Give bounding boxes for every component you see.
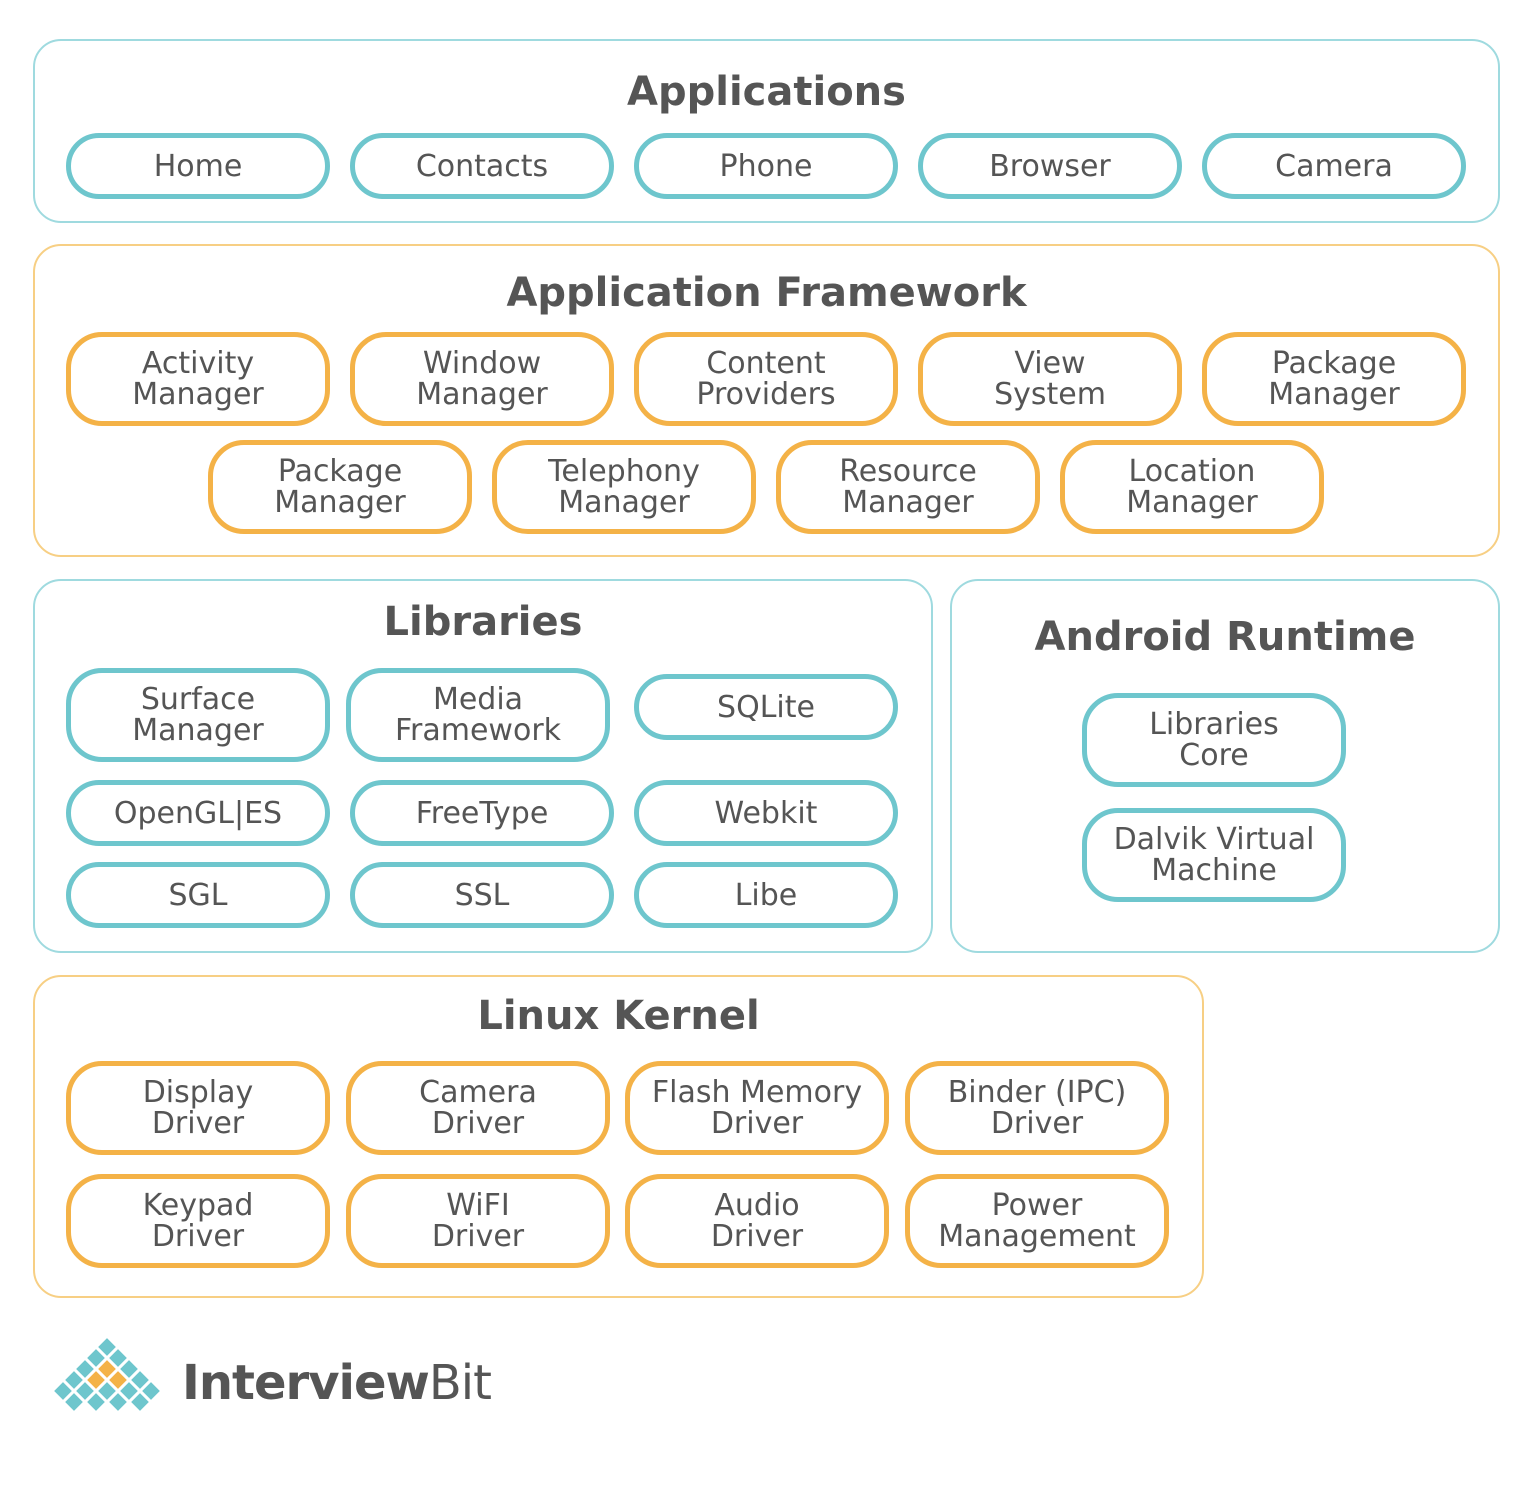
pill-line: Manager [842,485,974,520]
pill-line: SQLite [717,689,815,725]
pill-line: Driver [151,1219,245,1254]
app-camera: Camera [1202,133,1466,199]
framework-title: Application Framework [506,270,1027,316]
pill-line: Manager [1268,377,1400,412]
pill-line: Manager [416,377,548,412]
app-browser: Browser [918,133,1182,199]
app-contacts: Contacts [350,133,614,199]
pill-line: Driver [990,1106,1084,1141]
pill-line: SGL [168,877,228,913]
runtime-title: Android Runtime [1034,614,1416,660]
pill-line: Power [991,1188,1083,1223]
pill-line: Driver [151,1106,245,1141]
pill-line: Keypad [142,1188,254,1223]
pill-line: SSL [454,877,510,913]
pill-line: Driver [431,1106,525,1141]
pill-line: Manager [132,377,264,412]
pill-line: Content [706,346,826,381]
lib-ssl: SSL [350,862,614,928]
pill-line: Providers [696,377,836,412]
pill-line: OpenGL|ES [113,795,283,831]
pill-line: Framework [394,713,562,748]
pill-line: Home [153,148,243,184]
lib-webkit: Webkit [634,780,898,846]
pill-line: View [1014,346,1086,381]
app-home: Home [66,133,330,199]
libraries-title: Libraries [383,599,583,645]
pill-line: Camera [1275,148,1393,184]
pill-line: Dalvik Virtual [1113,822,1315,857]
logo-name-regular: Bit [428,1355,492,1411]
pill-line: Activity [141,346,255,381]
lib-libe: Libe [634,862,898,928]
applications-title: Applications [627,69,906,115]
pill-line: System [994,377,1106,412]
lib-opengl-es: OpenGL|ES [66,780,330,846]
app-phone: Phone [634,133,898,199]
kernel-binder-ipc-driver: Binder (IPC)Driver [905,1061,1169,1155]
pill-line: Binder (IPC) [947,1075,1127,1110]
pill-line: Machine [1151,853,1277,888]
pill-line: Surface [140,682,256,717]
pill-line: Libe [734,877,798,913]
pill-line: Display [142,1075,254,1110]
pill-line: Media [432,682,524,717]
pill-line: Driver [431,1219,525,1254]
pill-line: Window [422,346,542,381]
pill-line: Libraries [1149,707,1279,742]
pill-line: WiFI [446,1188,510,1223]
logo-wordmark: InterviewBit [182,1355,492,1411]
pill-line: Phone [719,148,813,184]
pill-line: Manager [558,485,690,520]
pill-line: Camera [419,1075,537,1110]
pill-line: Manager [274,485,406,520]
pill-line: Telephony [548,454,700,489]
pill-line: Core [1179,738,1249,773]
lib-sqlite: SQLite [634,674,898,740]
pill-line: Audio [714,1188,800,1223]
pill-line: Manager [1126,485,1258,520]
kernel-title: Linux Kernel [477,993,760,1039]
pill-line: FreeType [415,795,549,831]
logo-name-bold: Interview [182,1355,430,1411]
pill-line: Location [1128,454,1256,489]
pill-line: Browser [989,148,1111,184]
interviewbit-logo-icon [52,1338,162,1413]
pill-line: Manager [132,713,264,748]
lib-freetype: FreeType [350,780,614,846]
pill-line: Package [1271,346,1397,381]
pill-line: Driver [710,1219,804,1254]
pill-line: Package [277,454,403,489]
pill-line: Management [938,1219,1136,1254]
pill-line: Contacts [415,148,549,184]
pill-line: Flash Memory [651,1075,863,1110]
pill-line: Resource [839,454,977,489]
pill-line: Driver [710,1106,804,1141]
lib-sgl: SGL [66,862,330,928]
pill-line: Webkit [714,795,818,831]
